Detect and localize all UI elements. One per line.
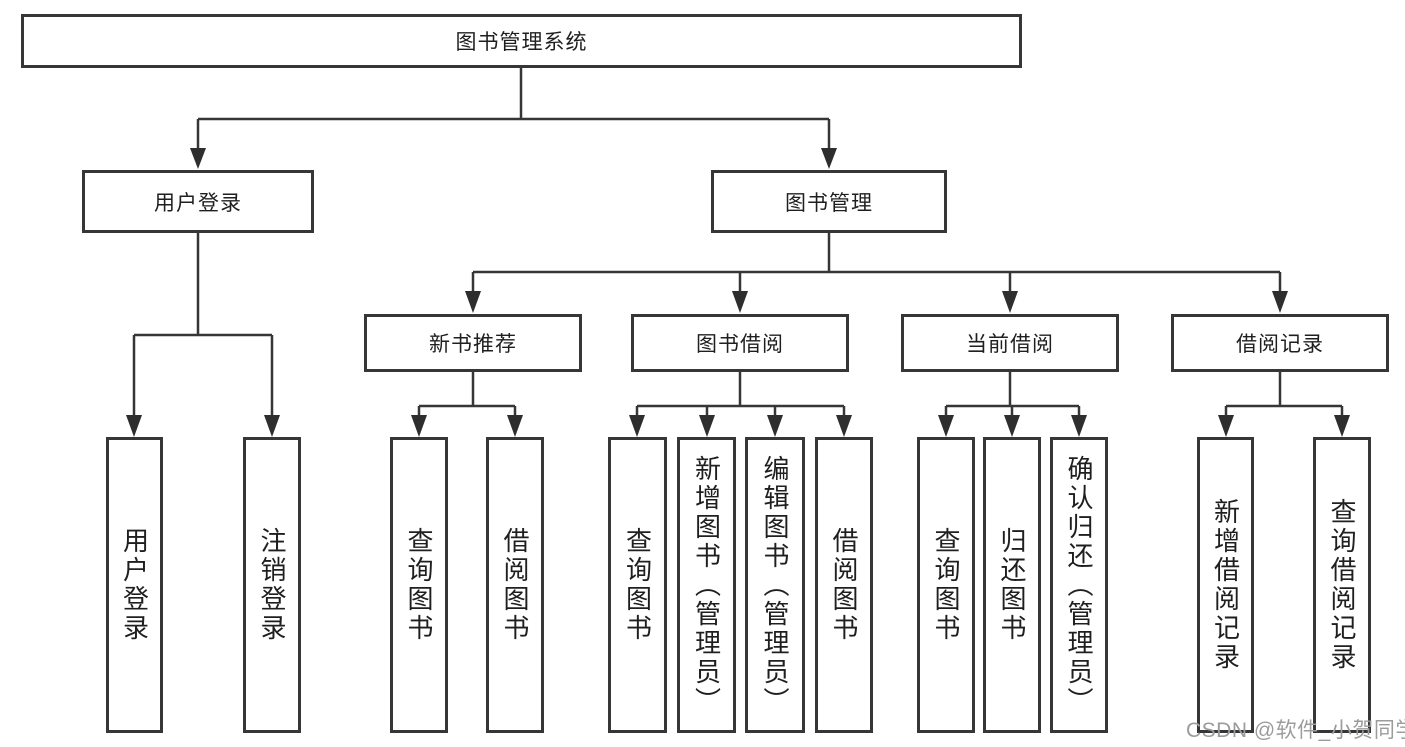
node-user-login: 用户登录 bbox=[82, 170, 314, 233]
node-new-book-recommend: 新书推荐 bbox=[364, 314, 582, 372]
leaf-confirm-return-admin: 确认归还（管理员） bbox=[1050, 437, 1108, 733]
leaf-borrow-books-recommend-label: 借阅图书 bbox=[500, 527, 530, 643]
leaf-borrow-books: 借阅图书 bbox=[815, 437, 873, 733]
leaf-confirm-return-admin-label: 确认归还（管理员） bbox=[1064, 454, 1094, 716]
leaf-edit-book-admin-label: 编辑图书（管理员） bbox=[760, 454, 790, 716]
leaf-borrow-books-recommend: 借阅图书 bbox=[486, 437, 544, 733]
node-book-borrow: 图书借阅 bbox=[631, 314, 849, 372]
node-current-borrow: 当前借阅 bbox=[901, 314, 1119, 372]
leaf-edit-book-admin: 编辑图书（管理员） bbox=[745, 437, 805, 733]
leaf-borrow-books-label: 借阅图书 bbox=[829, 527, 859, 643]
leaf-logout: 注销登录 bbox=[243, 437, 301, 733]
csdn-watermark: CSDN @软件_小贺同学 bbox=[1186, 719, 1405, 742]
node-book-management: 图书管理 bbox=[711, 170, 947, 233]
leaf-user-login: 用户登录 bbox=[106, 437, 163, 733]
leaf-query-books-borrow: 查询图书 bbox=[608, 437, 667, 733]
leaf-query-books-current-label: 查询图书 bbox=[931, 527, 961, 643]
leaf-query-books-recommend: 查询图书 bbox=[390, 437, 448, 733]
leaf-query-books-borrow-label: 查询图书 bbox=[622, 527, 653, 643]
leaf-query-books-current: 查询图书 bbox=[917, 437, 975, 733]
leaf-logout-label: 注销登录 bbox=[257, 527, 287, 643]
leaf-query-books-recommend-label: 查询图书 bbox=[404, 527, 434, 643]
leaf-user-login-label: 用户登录 bbox=[119, 527, 150, 643]
leaf-add-book-admin-label: 新增图书（管理员） bbox=[691, 454, 722, 716]
leaf-query-borrow-record: 查询借阅记录 bbox=[1313, 437, 1371, 733]
leaf-query-borrow-record-label: 查询借阅记录 bbox=[1327, 498, 1357, 672]
node-borrow-records: 借阅记录 bbox=[1171, 314, 1389, 372]
leaf-add-borrow-record-label: 新增借阅记录 bbox=[1210, 498, 1241, 672]
leaf-add-borrow-record: 新增借阅记录 bbox=[1197, 437, 1254, 733]
leaf-return-book: 归还图书 bbox=[983, 437, 1041, 733]
node-root-system: 图书管理系统 bbox=[21, 14, 1022, 68]
leaf-add-book-admin: 新增图书（管理员） bbox=[677, 437, 736, 733]
leaf-return-book-label: 归还图书 bbox=[997, 527, 1027, 643]
